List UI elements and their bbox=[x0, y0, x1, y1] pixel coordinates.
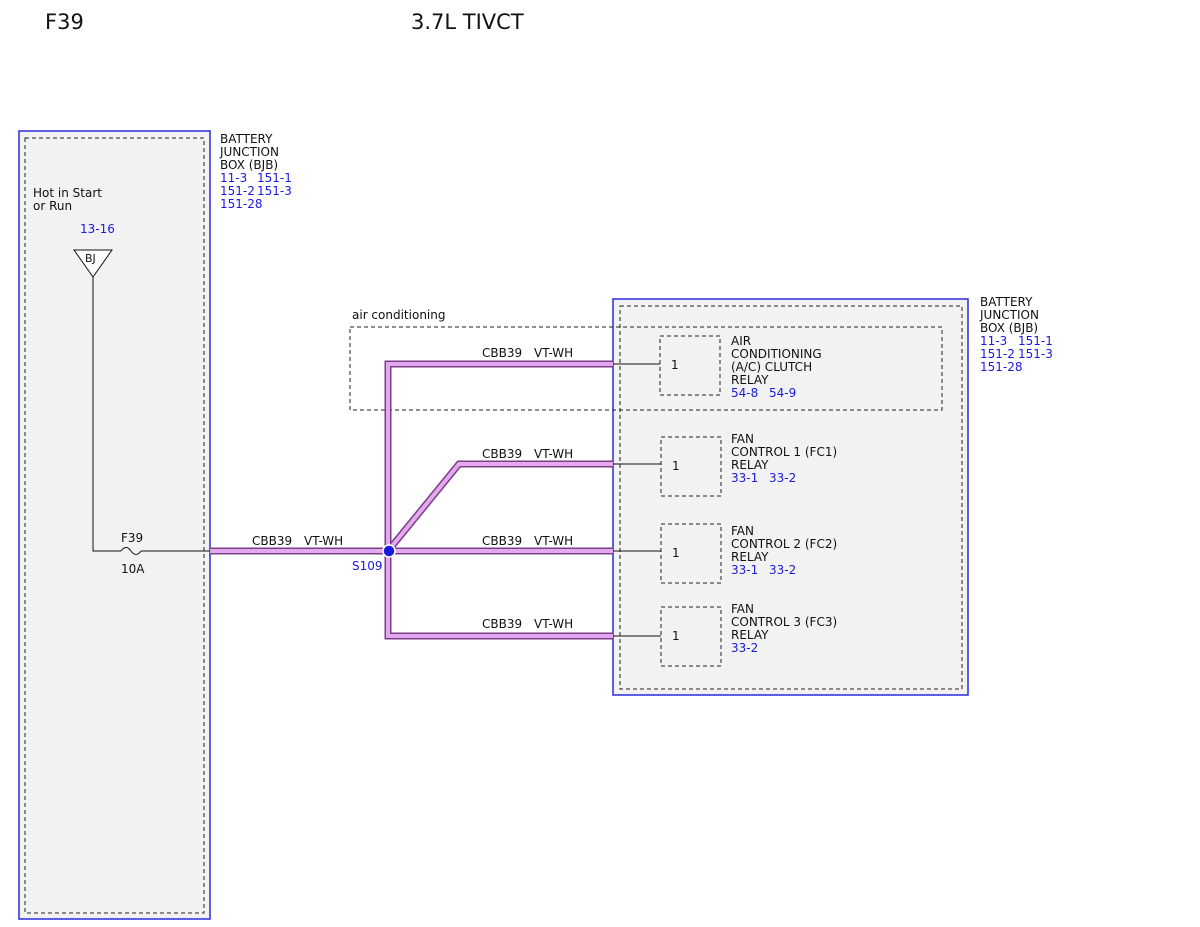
page-ref-link[interactable]: 151-3 bbox=[257, 184, 292, 198]
relay-pin: 1 bbox=[672, 546, 680, 560]
ac-group-box bbox=[349, 326, 943, 411]
left-bjb-label: BATTERY JUNCTION BOX (BJB) bbox=[220, 132, 279, 172]
left-bjb-box bbox=[18, 130, 211, 920]
relay-box-fc2 bbox=[660, 523, 722, 584]
page-ref-link[interactable]: 151-1 bbox=[257, 171, 292, 185]
page-ref-link[interactable]: 11-3 bbox=[220, 171, 248, 185]
page-ref-link[interactable]: 33-1 bbox=[731, 471, 759, 485]
page-ref-link[interactable]: 151-2 bbox=[980, 347, 1015, 361]
page-ref-link[interactable]: 33-2 bbox=[731, 641, 759, 655]
internal-wire bbox=[92, 277, 121, 552]
page-ref-link[interactable]: 11-3 bbox=[980, 334, 1008, 348]
page-ref-link[interactable]: 151-1 bbox=[1018, 334, 1053, 348]
wire-circuit-label: CBB39 bbox=[482, 617, 523, 631]
relay-label-ac: AIR CONDITIONING (A/C) CLUTCH RELAY 54-8… bbox=[731, 334, 822, 400]
ac-group-label: air conditioning bbox=[352, 308, 446, 322]
hot-in-start-text: Hot in Start or Run bbox=[33, 186, 102, 213]
splice-label[interactable]: S109 bbox=[352, 559, 383, 573]
power-source-ref[interactable]: 13-16 bbox=[80, 222, 115, 236]
right-bjb-label: BATTERY JUNCTION BOX (BJB) bbox=[980, 295, 1039, 335]
fuse-rating: 10A bbox=[121, 562, 145, 576]
page-ref-link[interactable]: 33-2 bbox=[769, 563, 797, 577]
engine-title: 3.7L TIVCT bbox=[411, 10, 524, 34]
wire-circuit-label: CBB39 bbox=[482, 534, 523, 548]
relay-box-ac bbox=[659, 335, 721, 396]
page-ref-link[interactable]: 151-28 bbox=[220, 197, 263, 211]
fuse-name: F39 bbox=[121, 531, 144, 545]
page-ref-link[interactable]: 151-3 bbox=[1018, 347, 1053, 361]
relay-label-fc3: FAN CONTROL 3 (FC3) RELAY 33-2 bbox=[731, 602, 838, 655]
power-source-symbol bbox=[73, 249, 113, 278]
wire-color-label: VT-WH bbox=[534, 346, 574, 360]
relay-pin: 1 bbox=[671, 358, 679, 372]
relay-pin: 1 bbox=[672, 459, 680, 473]
page-ref-link[interactable]: 33-2 bbox=[769, 471, 797, 485]
wire-color-label: VT-WH bbox=[534, 447, 574, 461]
fuse-symbol bbox=[120, 547, 142, 555]
wire-circuit-label: CBB39 bbox=[482, 346, 523, 360]
right-bjb-box bbox=[612, 298, 969, 696]
page-ref-link[interactable]: 151-28 bbox=[980, 360, 1023, 374]
wire-color-label: VT-WH bbox=[304, 534, 344, 548]
page-ref-link[interactable]: 151-2 bbox=[220, 184, 255, 198]
left-bjb-inner-dashed bbox=[24, 137, 205, 914]
page-ref-link[interactable]: 33-1 bbox=[731, 563, 759, 577]
relay-pin: 1 bbox=[672, 629, 680, 643]
relay-box-fc1 bbox=[660, 436, 722, 497]
page-ref-link[interactable]: 54-9 bbox=[769, 386, 797, 400]
page-ref-link[interactable]: 54-8 bbox=[731, 386, 759, 400]
wire-color-label: VT-WH bbox=[534, 534, 574, 548]
power-source-label: BJ bbox=[85, 252, 96, 265]
splice-dot bbox=[382, 544, 396, 558]
circuit-title: F39 bbox=[45, 10, 84, 34]
wire-circuit-label: CBB39 bbox=[482, 447, 523, 461]
wire-color-label: VT-WH bbox=[534, 617, 574, 631]
wire-circuit-label: CBB39 bbox=[252, 534, 293, 548]
wire-harness bbox=[210, 360, 613, 640]
right-bjb-inner-dashed bbox=[619, 305, 963, 690]
relay-box-fc3 bbox=[660, 606, 722, 667]
